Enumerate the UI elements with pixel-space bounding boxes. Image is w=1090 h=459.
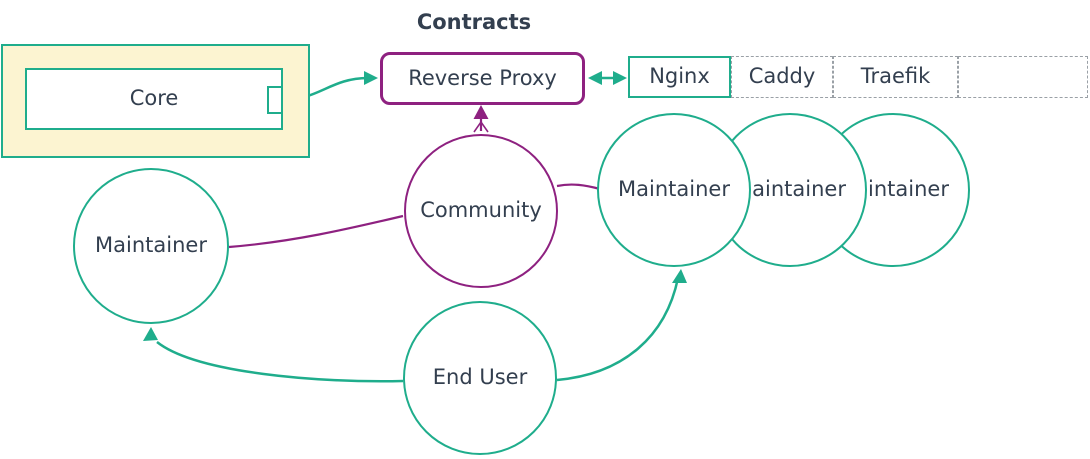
arrowhead-into-maintainer-right — [672, 269, 687, 283]
edge-community-maintainer-right — [556, 183, 601, 191]
end-user-label: End User — [432, 365, 528, 390]
edge-start-chevron — [473, 120, 489, 133]
maintainer-right-1-label: Maintainer — [618, 177, 730, 202]
reverse-proxy-node: Reverse Proxy — [380, 52, 585, 105]
core-node: Core — [25, 68, 283, 130]
edge-enduser-to-maintainer-left — [156, 341, 404, 383]
core-node-label: Core — [129, 86, 179, 111]
proxy-option-label: Nginx — [649, 64, 710, 89]
arrowhead-into-nginx — [613, 71, 627, 85]
arrowhead-into-maintainer-left — [143, 327, 158, 341]
edge-enduser-to-maintainer-right — [556, 277, 680, 382]
proxy-option-cell-nginx: Nginx — [628, 56, 731, 98]
edge-community-maintainer-left — [228, 214, 404, 249]
end-user-node: End User — [403, 301, 557, 455]
community-node: Community — [404, 134, 558, 288]
maintainer-right-1-node: Maintainer — [597, 113, 751, 267]
arrowhead-into-reverse-proxy-bottom — [473, 105, 489, 119]
arrowhead-into-reverse-proxy-right — [588, 71, 602, 85]
diagram-title: Contracts — [416, 10, 532, 35]
maintainer-left-label: Maintainer — [95, 233, 207, 258]
core-port — [267, 86, 283, 114]
proxy-option-cell-empty — [958, 56, 1088, 98]
proxy-option-cell-caddy: Caddy — [731, 56, 833, 98]
community-label: Community — [420, 198, 542, 223]
proxy-option-cell-traefik: Traefik — [833, 56, 958, 98]
maintainer-left-node: Maintainer — [73, 168, 229, 324]
proxy-option-label: Caddy — [748, 64, 816, 89]
arrowhead-into-reverse-proxy-left — [364, 71, 378, 85]
maintainer-right-2-label: Maintainer — [734, 177, 846, 202]
proxy-option-label: Traefik — [860, 64, 931, 89]
reverse-proxy-label: Reverse Proxy — [408, 65, 557, 90]
